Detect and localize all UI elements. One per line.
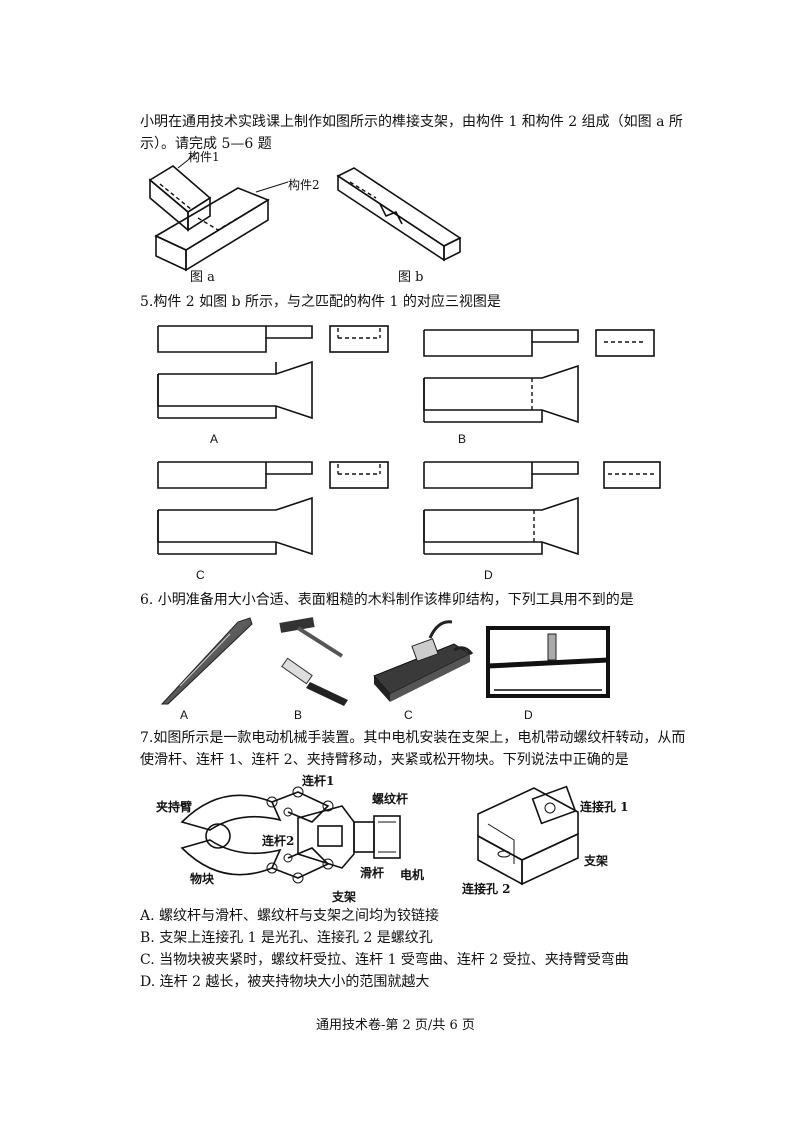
intro-line-2: 示）。请完成 5—6 题: [140, 136, 272, 152]
q5-option-b-label: B: [458, 432, 467, 446]
label-screw-rod: 螺纹杆: [372, 792, 409, 806]
q5-stem: 5.构件 2 如图 b 所示，与之匹配的构件 1 的对应三视图是: [140, 294, 501, 310]
bracket-drawing: [477, 785, 579, 886]
label-part-2: 构件2: [288, 178, 320, 192]
q7-choice-b: B. 支架上连接孔 1 是光孔、连接孔 2 是螺纹孔: [140, 930, 433, 946]
label-block: 物块: [190, 872, 215, 886]
q7-choice-a: A. 螺纹杆与滑杆、螺纹杆与支架之间均为铰链接: [140, 908, 440, 924]
label-connecting-hole-2: 连接孔 2: [462, 882, 511, 896]
label-link-2: 连杆2: [262, 834, 295, 848]
figure-a-drawing: [148, 151, 289, 272]
q7-choice-c: C. 当物块被夹紧时，螺纹杆受拉、连杆 1 受弯曲、连杆 2 受拉、夹持臂受弯曲: [140, 952, 629, 968]
q7-choice-d: D. 连杆 2 越长，被夹持物块大小的范围就越大: [140, 974, 430, 990]
q5-option-d-views: [423, 461, 661, 556]
figure-b-drawing: [336, 167, 462, 262]
page-footer: 通用技术卷-第 2 页/共 6 页: [316, 1018, 475, 1033]
q7-stem-line-2: 使滑杆、连杆 1、连杆 2、夹持臂移动，夹紧或松开物块。下列说法中正确的是: [140, 752, 629, 768]
label-part-1: 构件1: [188, 150, 220, 164]
q5-option-a-label: A: [210, 432, 219, 446]
label-motor: 电机: [400, 868, 425, 882]
q5-option-c-views: [157, 461, 389, 556]
label-bracket: 支架: [332, 890, 357, 904]
label-bracket-2: 支架: [584, 854, 609, 868]
tool-plane-image: [373, 620, 474, 702]
intro-line-1: 小明在通用技术实践课上制作如图所示的榫接支架，由构件 1 和构件 2 组成（如图…: [140, 114, 683, 130]
label-connecting-hole-1: 连接孔 1: [580, 800, 629, 814]
label-slide-rod: 滑杆: [360, 866, 385, 880]
caption-figure-b: 图 b: [398, 270, 424, 285]
q5-option-b-views: [423, 329, 655, 424]
q6-option-a-label: A: [180, 708, 189, 722]
q7-stem-line-1: 7.如图所示是一款电动机械手装置。其中电机安装在支架上，电机带动螺纹杆转动，从而: [140, 730, 686, 746]
q6-option-d-label: D: [524, 708, 533, 722]
q6-option-c-label: C: [404, 708, 413, 722]
label-link-1: 连杆1: [302, 774, 335, 788]
manipulator-drawing: [180, 786, 401, 884]
caption-figure-a: 图 a: [190, 270, 215, 285]
label-clamp-arm: 夹持臂: [156, 800, 193, 814]
q5-option-c-label: C: [196, 568, 205, 582]
tool-hammer-chisel-image: [279, 617, 348, 706]
q6-option-b-label: B: [294, 708, 303, 722]
tool-frame-saw-image: [486, 626, 610, 698]
q5-option-d-label: D: [484, 568, 493, 582]
tool-file-image: [160, 617, 253, 705]
q6-stem: 6. 小明准备用大小合适、表面粗糙的木料制作该榫卯结构，下列工具用不到的是: [140, 592, 634, 608]
q5-option-a-views: [157, 325, 389, 420]
